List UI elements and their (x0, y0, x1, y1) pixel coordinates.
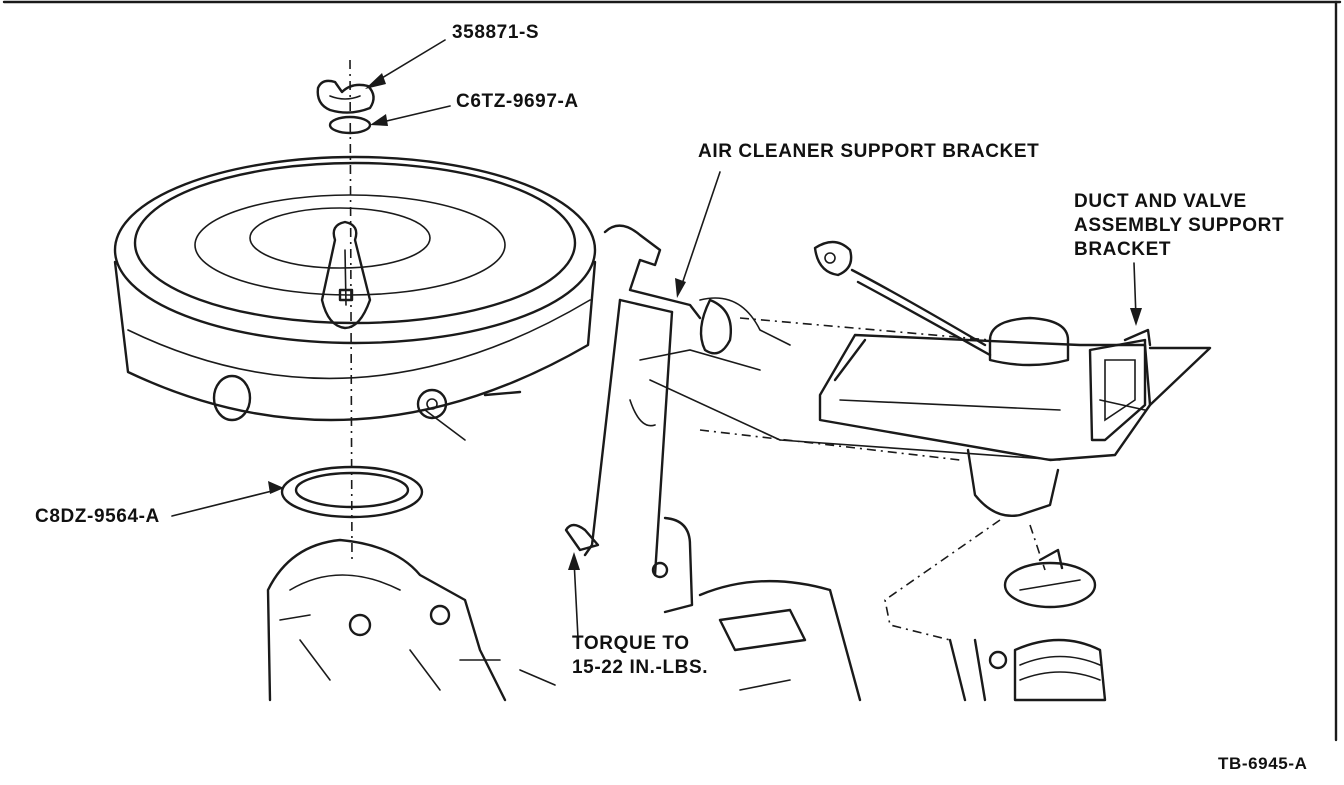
engine-block (698, 579, 862, 702)
duct-valve-bracket-label: DUCT AND VALVE ASSEMBLY SUPPORT BRACKET (1074, 191, 1285, 260)
wing-nut-part-number: 358871-S (452, 22, 540, 43)
exhaust-tube (948, 638, 1107, 702)
housing-fitting (416, 388, 448, 420)
duct-valve-assembly (779, 316, 1152, 517)
air-cleaner-support-bracket-label: AIR CLEANER SUPPORT BRACKET (698, 141, 1040, 162)
intake-hose (813, 240, 992, 357)
carburetor (266, 538, 556, 702)
leader-arrows (171, 39, 1142, 639)
lower-clamp (1003, 548, 1097, 609)
washer-part-number: C6TZ-9697-A (456, 91, 579, 112)
center-stud (320, 220, 372, 330)
air-cleaner-housing (113, 155, 597, 441)
torque-spec-label: TORQUE TO 15-22 IN.-LBS. (572, 633, 709, 678)
duct-support-bracket (884, 346, 1212, 641)
air-cleaner-support-bracket (564, 224, 791, 614)
frame-border (2, 0, 1342, 742)
phantom-lines (699, 317, 991, 461)
wing-nut (316, 79, 375, 114)
assembly-centerline (349, 59, 353, 561)
gasket (280, 465, 424, 519)
figure-id: TB-6945-A (1218, 754, 1308, 773)
gasket-part-number: C8DZ-9564-A (35, 506, 160, 527)
